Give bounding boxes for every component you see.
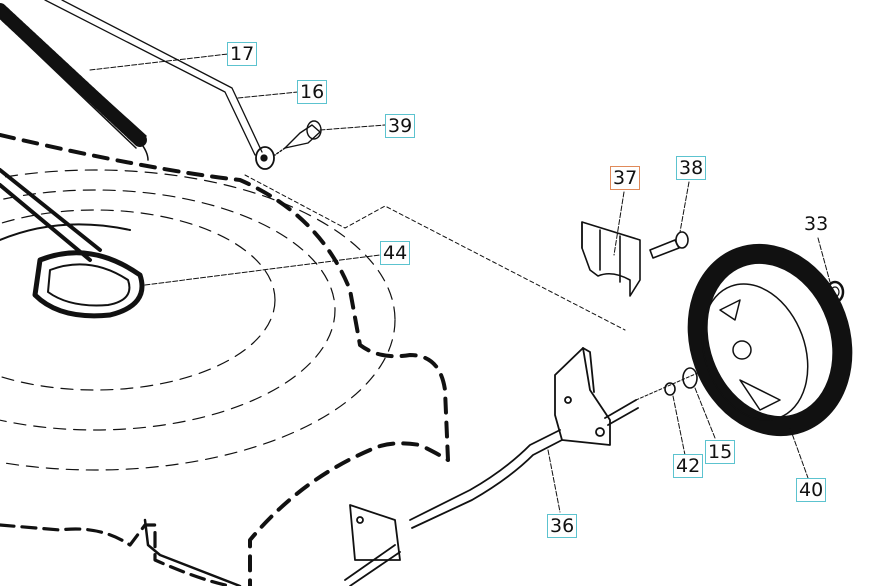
callout-33[interactable]: 33 xyxy=(801,212,832,236)
callout-17-label: 17 xyxy=(230,43,255,65)
callout-38-label: 38 xyxy=(679,157,704,179)
callout-16[interactable]: 16 xyxy=(297,80,328,104)
callout-42[interactable]: 42 xyxy=(673,454,704,478)
callout-15-label: 15 xyxy=(708,441,733,463)
deck-outline-thin xyxy=(244,174,626,331)
bracket-part xyxy=(581,221,641,297)
callout-40-label: 40 xyxy=(799,479,824,501)
leader-lines xyxy=(89,53,831,513)
rod-part xyxy=(44,0,275,170)
spring-part xyxy=(0,3,149,161)
callout-39-label: 39 xyxy=(388,115,413,137)
callout-36[interactable]: 36 xyxy=(547,514,578,538)
callout-38[interactable]: 38 xyxy=(676,156,707,180)
callout-44[interactable]: 44 xyxy=(380,241,411,265)
callout-16-label: 16 xyxy=(300,81,325,103)
callout-42-label: 42 xyxy=(676,455,701,477)
screw-part xyxy=(274,120,322,156)
axle-part xyxy=(344,347,639,586)
callout-40[interactable]: 40 xyxy=(796,478,827,502)
deck-part xyxy=(0,133,450,586)
callout-15[interactable]: 15 xyxy=(705,440,736,464)
callout-36-label: 36 xyxy=(550,515,575,537)
callout-17[interactable]: 17 xyxy=(227,42,258,66)
bolt-part xyxy=(649,231,689,259)
callout-44-label: 44 xyxy=(383,242,408,264)
washer-part xyxy=(664,367,698,396)
wheel-part xyxy=(687,243,853,437)
callout-33-label: 33 xyxy=(804,213,829,235)
callout-37-label: 37 xyxy=(613,167,638,189)
callout-39[interactable]: 39 xyxy=(385,114,416,138)
callout-37[interactable]: 37 xyxy=(610,166,641,190)
